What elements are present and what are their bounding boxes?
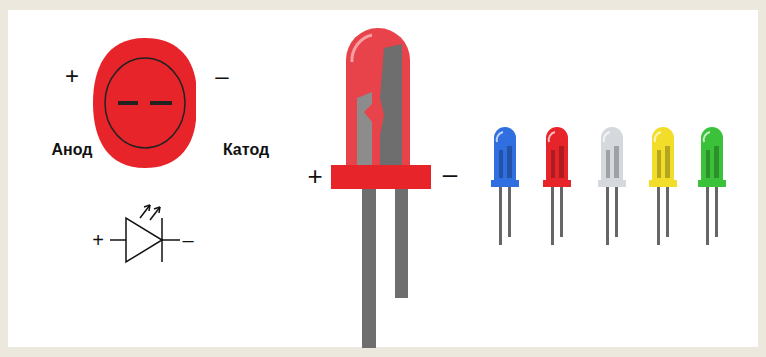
led-symbol xyxy=(110,205,180,262)
polarity-sign: – xyxy=(215,64,228,88)
polarity-sign: – xyxy=(443,161,457,187)
terminal-name: Катод xyxy=(223,142,269,158)
led-row xyxy=(491,127,726,245)
panel xyxy=(8,10,758,347)
polarity-sign: + xyxy=(65,64,79,88)
terminal-name: Анод xyxy=(52,142,93,158)
polarity-sign: + xyxy=(92,230,104,250)
polarity-sign: – xyxy=(182,230,193,250)
led-top-view xyxy=(93,38,196,168)
polarity-sign: + xyxy=(307,163,322,189)
big-led xyxy=(331,28,431,348)
